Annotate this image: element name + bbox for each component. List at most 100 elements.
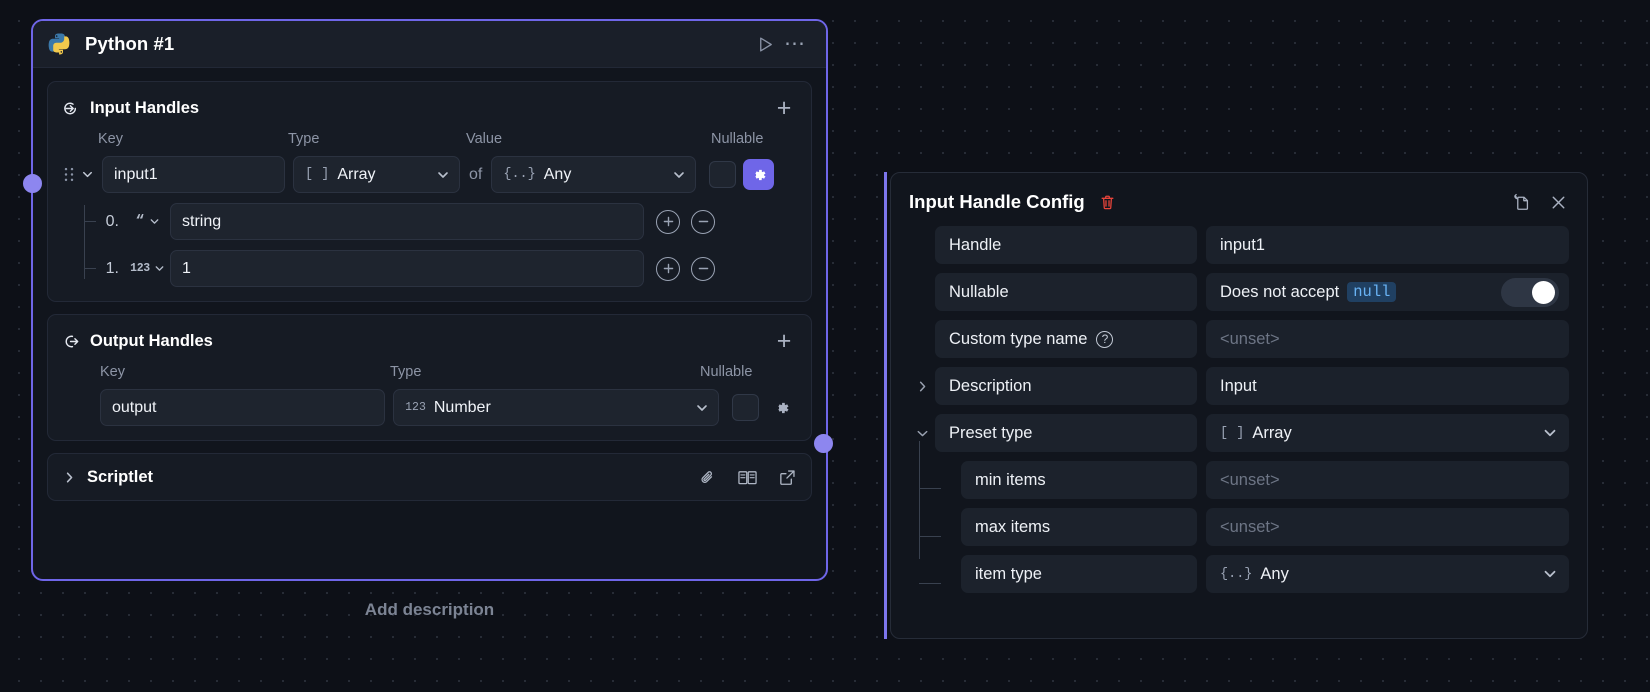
chevron-down-icon: [435, 167, 451, 183]
column-type: Type: [288, 131, 320, 147]
null-code-chip: null: [1347, 282, 1397, 302]
tree-line: [84, 205, 85, 279]
expand-input-handle-icon[interactable]: [76, 167, 98, 182]
array-item-type-number-icon[interactable]: 123: [126, 262, 170, 275]
any-bracket-icon: {..}: [1220, 566, 1253, 582]
scriptlet-section[interactable]: Scriptlet: [47, 453, 812, 501]
config-value-min-items[interactable]: <unset>: [1206, 461, 1569, 499]
input-connection-handle[interactable]: [23, 174, 43, 194]
help-icon[interactable]: ?: [1096, 330, 1114, 348]
paperclip-icon[interactable]: [698, 468, 717, 487]
close-icon[interactable]: [1548, 192, 1569, 213]
input-value-type-select[interactable]: {..} Any: [491, 156, 697, 193]
output-type-label: Number: [433, 398, 491, 416]
number-type-icon: 123: [405, 401, 426, 414]
python-node[interactable]: Python #1 ⋯ Input Handles +: [31, 19, 828, 581]
array-item-row: 1. 123 1: [62, 250, 797, 287]
config-row-custom-type-name: Custom type name ? <unset>: [909, 320, 1569, 358]
config-value-handle[interactable]: input1: [1206, 226, 1569, 264]
output-type-select[interactable]: 123 Number: [393, 389, 720, 426]
output-handles-title: Output Handles: [90, 331, 213, 350]
input-handle-row: input1 [ ] Array of {..} Any: [62, 156, 797, 193]
array-bracket-icon: [ ]: [1220, 425, 1245, 441]
scriptlet-actions: [698, 468, 797, 487]
expand-scriptlet-icon[interactable]: [62, 470, 77, 485]
remove-array-item-button[interactable]: [691, 209, 715, 234]
config-value-nullable[interactable]: Does not accept null: [1206, 273, 1569, 311]
input-nullable-checkbox[interactable]: [709, 161, 737, 188]
config-value-item-type-select[interactable]: {..} Any: [1206, 555, 1569, 593]
config-value-custom-type-name[interactable]: <unset>: [1206, 320, 1569, 358]
of-label: of: [469, 165, 483, 183]
config-value-description[interactable]: Input: [1206, 367, 1569, 405]
config-row-nullable: Nullable Does not accept null: [909, 273, 1569, 311]
item-type-label: Any: [1260, 564, 1289, 583]
config-label-min-items: min items: [961, 461, 1197, 499]
input-handles-title: Input Handles: [90, 98, 200, 117]
config-row-max-items: max items <unset>: [909, 508, 1569, 546]
arrow-out-of-circle-icon: [62, 332, 81, 351]
remove-array-item-button[interactable]: [691, 256, 715, 281]
array-item-value-field[interactable]: 1: [170, 250, 644, 287]
input-value-type-label: Any: [543, 165, 572, 183]
column-nullable: Nullable: [700, 364, 753, 380]
input-handle-config-panel: Input Handle Config Handle: [890, 172, 1588, 639]
node-header[interactable]: Python #1 ⋯: [33, 21, 826, 68]
input-column-headers: Key Type Value Nullable: [62, 128, 797, 150]
column-key: Key: [100, 364, 125, 380]
add-array-item-button[interactable]: [656, 256, 680, 281]
collapse-preset-type-icon[interactable]: [909, 426, 935, 441]
ellipsis-icon[interactable]: ⋯: [784, 32, 806, 55]
column-type: Type: [390, 364, 422, 380]
tree-line: [919, 441, 920, 559]
output-handle-settings-gear-icon[interactable]: [766, 392, 797, 423]
python-icon: [47, 32, 71, 56]
duplicate-page-icon[interactable]: [1511, 192, 1532, 213]
tree-tick: [84, 268, 96, 269]
config-row-preset-type: Preset type [ ] Array: [909, 414, 1569, 452]
node-title: Python #1: [85, 33, 175, 54]
panel-header: Input Handle Config: [909, 187, 1569, 217]
output-column-headers: Key Type Nullable: [62, 361, 797, 383]
scriptlet-label: Scriptlet: [87, 467, 154, 486]
config-value-preset-type-select[interactable]: [ ] Array: [1206, 414, 1569, 452]
output-handle-row: output 123 Number: [62, 389, 797, 426]
chevron-down-icon: [1541, 565, 1559, 583]
output-handles-header: Output Handles +: [62, 328, 797, 354]
array-item-value-field[interactable]: string: [170, 203, 644, 240]
input-handle-settings-gear-icon[interactable]: [743, 159, 775, 190]
config-label-description: Description: [935, 367, 1197, 405]
trash-icon[interactable]: [1098, 193, 1117, 212]
external-link-icon[interactable]: [778, 468, 797, 487]
expand-description-icon[interactable]: [909, 379, 935, 394]
input-key-field[interactable]: input1: [102, 156, 285, 193]
panel-title: Input Handle Config: [909, 191, 1085, 212]
book-icon[interactable]: [737, 468, 758, 487]
output-connection-handle[interactable]: [814, 434, 834, 454]
add-input-handle-button[interactable]: +: [776, 94, 792, 122]
input-type-label: Array: [337, 165, 376, 183]
output-nullable-checkbox[interactable]: [732, 394, 760, 421]
add-output-handle-button[interactable]: +: [776, 327, 792, 355]
config-value-max-items[interactable]: <unset>: [1206, 508, 1569, 546]
config-label-nullable: Nullable: [935, 273, 1197, 311]
output-key-field[interactable]: output: [100, 389, 386, 426]
chevron-down-icon: [671, 167, 687, 183]
column-value: Value: [466, 131, 503, 147]
config-row-handle: Handle input1: [909, 226, 1569, 264]
drag-handle-icon[interactable]: [62, 167, 76, 182]
add-array-item-button[interactable]: [656, 209, 680, 234]
array-item-type-string-icon[interactable]: “: [126, 213, 170, 230]
config-rows: Handle input1 Nullable Does not accept n…: [909, 226, 1569, 593]
input-type-select[interactable]: [ ] Array: [293, 156, 460, 193]
tree-tick: [84, 221, 96, 222]
array-item-index: 0.: [105, 212, 119, 230]
config-label-max-items: max items: [961, 508, 1197, 546]
play-icon[interactable]: [750, 29, 780, 59]
nullable-toggle-switch[interactable]: [1501, 277, 1559, 307]
array-item-row: 0. “ string: [62, 203, 797, 240]
add-description-button[interactable]: Add description: [364, 600, 495, 619]
tree-tick: [919, 488, 941, 489]
array-item-index: 1.: [105, 259, 119, 277]
